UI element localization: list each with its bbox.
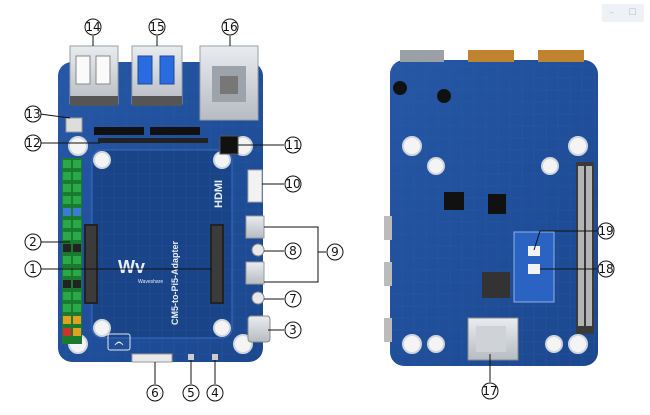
callout-12: 12 (24, 134, 42, 152)
svg-text:5: 5 (187, 386, 195, 400)
svg-text:11: 11 (285, 138, 300, 152)
svg-text:9: 9 (331, 245, 339, 259)
svg-text:15: 15 (149, 20, 164, 34)
minimize-icon[interactable]: – (609, 8, 614, 18)
svg-text:19: 19 (598, 224, 613, 238)
board-back (384, 50, 598, 366)
hdmi-port-2 (245, 261, 265, 285)
svg-text:17: 17 (482, 384, 497, 398)
callout-14: 14 (84, 18, 102, 36)
hdmi-label: HDMI (213, 180, 225, 208)
svg-text:18: 18 (598, 262, 613, 276)
callout-13: 13 (24, 105, 42, 123)
cm5-connector-left (84, 224, 98, 304)
callout-lines (39, 36, 597, 384)
svg-text:7: 7 (289, 292, 297, 306)
board-front: Wv Waveshare CM5-to-Pi5-Adapter HDMI (58, 45, 271, 363)
camera-connector-b (150, 127, 200, 135)
svg-text:Wv: Wv (118, 257, 145, 277)
callout-4: 4 (206, 384, 224, 402)
svg-text:13: 13 (25, 107, 40, 121)
nfc-icon (107, 333, 131, 351)
usb-port-2 (131, 45, 183, 106)
svg-text:6: 6 (151, 386, 159, 400)
svg-text:4: 4 (211, 386, 219, 400)
waveshare-logo: Wv Waveshare (118, 257, 163, 285)
callout-9: 9 (326, 243, 344, 261)
cm5-connector-right (210, 224, 224, 304)
window-controls[interactable]: – ☐ (602, 4, 644, 22)
callout-2: 2 (24, 233, 42, 251)
svg-text:2: 2 (29, 235, 37, 249)
camera-connector-a (94, 127, 144, 135)
callout-6: 6 (146, 384, 164, 402)
boot-button (251, 243, 265, 257)
board-name: CM5-to-Pi5-Adapter (170, 241, 180, 325)
led-5 (188, 354, 194, 360)
fan-header (219, 135, 239, 155)
callout-8: 8 (284, 242, 302, 260)
callout-17: 17 (481, 382, 499, 400)
hdmi-port-1 (245, 215, 265, 239)
svg-text:Waveshare: Waveshare (138, 279, 163, 285)
callout-7: 7 (284, 290, 302, 308)
power-button (251, 291, 265, 305)
callout-19: 19 (597, 222, 615, 240)
usb-port-1 (69, 45, 119, 106)
callout-11: 11 (284, 136, 302, 154)
maximize-icon[interactable]: ☐ (628, 8, 637, 18)
callout-3: 3 (284, 321, 302, 339)
callout-labels: 1 2 3 4 5 6 7 8 9 10 11 12 13 14 15 16 1… (24, 18, 615, 402)
ethernet-port (199, 45, 259, 121)
callout-15: 15 (148, 18, 166, 36)
svg-text:16: 16 (222, 20, 237, 34)
dip-switch-18 (528, 264, 540, 274)
callout-10: 10 (284, 175, 302, 193)
svg-text:3: 3 (289, 323, 297, 337)
svg-text:10: 10 (285, 177, 300, 191)
callout-18: 18 (597, 260, 615, 278)
callout-1: 1 (24, 260, 42, 278)
svg-text:8: 8 (289, 244, 297, 258)
svg-text:14: 14 (85, 20, 100, 34)
gpio-header (62, 158, 82, 344)
dip-switch-19 (528, 246, 540, 256)
display-connector (131, 353, 173, 363)
svg-text:1: 1 (29, 262, 37, 276)
callout-5: 5 (182, 384, 200, 402)
header-13 (65, 117, 83, 133)
rtc-connector (247, 169, 263, 203)
svg-text:12: 12 (25, 136, 40, 150)
led-4 (212, 354, 218, 360)
usb-c-port (247, 315, 271, 343)
callout-16: 16 (221, 18, 239, 36)
